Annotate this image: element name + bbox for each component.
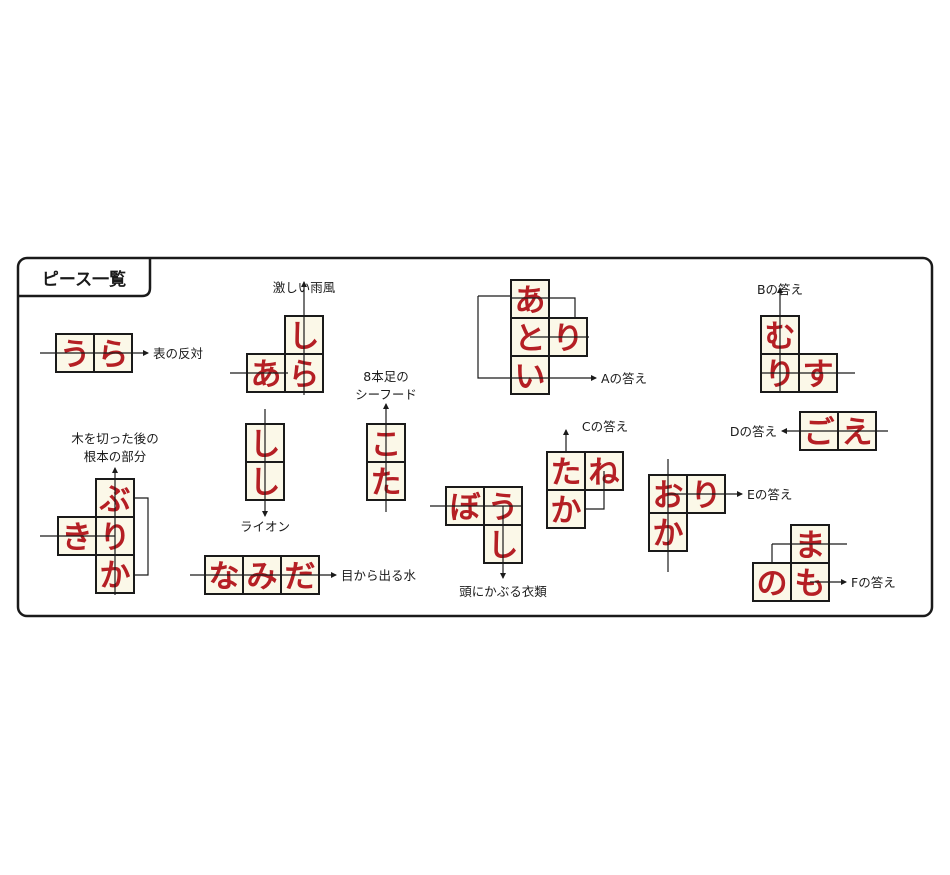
clue-label: Aの答え: [601, 371, 647, 386]
piece-orika[interactable]: おりかEの答え: [648, 459, 792, 572]
piece-goe[interactable]: ごえ Dの答え: [730, 411, 888, 451]
clue-label: Bの答え: [757, 282, 803, 297]
piece-namida[interactable]: なみだ 目から出る水: [190, 555, 417, 595]
guide-line: [585, 471, 605, 510]
tile-char: す: [803, 357, 834, 393]
tile-box: [752, 562, 792, 602]
guide-line: [511, 297, 576, 318]
clue-label: ライオン: [240, 519, 290, 534]
panel-title: ピース一覧: [42, 269, 126, 290]
piece-arashi[interactable]: しあら激しい雨風: [230, 280, 336, 395]
piece-murisu[interactable]: むりすBの答え: [757, 282, 855, 393]
piece-atori[interactable]: あとりい Aの答え: [477, 279, 647, 395]
tile-char: ら: [98, 337, 129, 373]
tile-box: [546, 451, 586, 491]
clue-label: 表の反対: [153, 346, 203, 361]
tile-char: き: [62, 520, 93, 556]
tile-box: [510, 279, 550, 319]
piece-ura[interactable]: うら 表の反対: [40, 333, 203, 373]
tile-char: た: [551, 455, 582, 491]
tile[interactable]: か: [546, 489, 586, 529]
clue-label: Eの答え: [747, 487, 792, 502]
tile-box: [510, 355, 550, 395]
panel-frame: [16, 256, 934, 618]
tile-char: あ: [251, 357, 282, 393]
tile-char: な: [209, 559, 240, 595]
tile[interactable]: い: [510, 355, 550, 395]
tile-char: と: [515, 321, 546, 357]
tile-char: り: [553, 321, 584, 357]
tile-char: ご: [804, 415, 835, 451]
clue-arrow: [477, 296, 597, 381]
clue-label: Cの答え: [582, 419, 628, 434]
clue-label: 木を切った後の: [71, 431, 159, 446]
tile[interactable]: あ: [510, 279, 550, 319]
clue-label: 頭にかぶる衣類: [459, 584, 547, 599]
tile-char: あ: [515, 283, 546, 319]
tile-char: り: [691, 478, 722, 514]
panel-title-tab: [18, 258, 152, 298]
piece-kabuki[interactable]: ぶきりか木を切った後の根本の部分: [40, 431, 159, 595]
tile-char: だ: [285, 559, 316, 595]
piece-mamono[interactable]: まのも Fの答え: [752, 524, 896, 602]
clue-label: 根本の部分: [84, 449, 147, 464]
piece-boushi[interactable]: ぼうし頭にかぶる衣類: [430, 486, 547, 599]
tile-char: か: [551, 493, 582, 529]
guide-line: [134, 497, 149, 576]
tile[interactable]: た: [546, 451, 586, 491]
tile-char: ま: [795, 528, 826, 564]
tile-char: の: [757, 566, 788, 602]
clue-label: シーフード: [355, 387, 417, 402]
tile-char: み: [247, 559, 278, 595]
tile-char: い: [515, 359, 546, 395]
clue-label: Fの答え: [851, 575, 896, 590]
clue-label: Dの答え: [730, 424, 777, 439]
tile-char: も: [795, 566, 826, 602]
tile-char: え: [842, 415, 873, 451]
clue-label: 激しい雨風: [273, 280, 336, 295]
tile-char: ぼ: [450, 490, 482, 526]
clue-label: 目から出る水: [341, 568, 417, 583]
tile-char: う: [60, 337, 91, 373]
clue-label: 8本足の: [363, 369, 408, 384]
tile[interactable]: の: [752, 562, 792, 602]
piece-taneka[interactable]: たねかCの答え: [546, 419, 628, 529]
